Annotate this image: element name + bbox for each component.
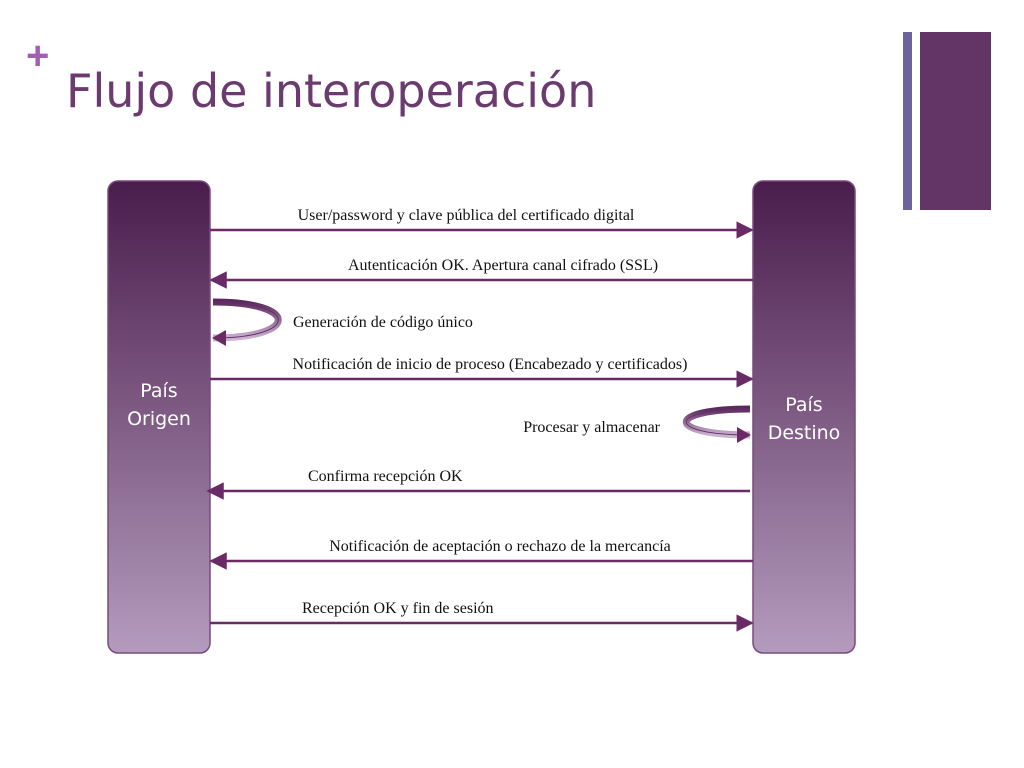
message-label-2: Autenticación OK. Apertura canal cifrado… xyxy=(348,257,658,274)
plus-icon: + xyxy=(26,34,50,78)
message-label-7: Notificación de aceptación o rechazo de … xyxy=(329,538,671,555)
message-label-6: Confirma recepción OK xyxy=(308,468,463,485)
column-pais-destino xyxy=(752,180,856,654)
arrowhead-self-loop-destino xyxy=(737,427,751,443)
message-label-1: User/password y clave pública del certif… xyxy=(298,207,635,224)
message-label-3: Generación de código único xyxy=(293,314,473,331)
column-label-origen-line2: Origen xyxy=(127,408,191,430)
column-label-origen-line1: País xyxy=(140,380,177,402)
column-label-destino-line1: País xyxy=(785,394,822,416)
message-label-8: Recepción OK y fin de sesión xyxy=(302,600,494,617)
column-label-destino-line2: Destino xyxy=(768,422,841,444)
decor-bar-thin xyxy=(903,32,912,210)
decor-bar-thick xyxy=(920,32,991,210)
message-label-5: Procesar y almacenar xyxy=(523,419,660,436)
message-label-4: Notificación de inicio de proceso (Encab… xyxy=(293,356,688,373)
arrowhead-self-loop-origen xyxy=(212,330,226,346)
slide-title: Flujo de interoperación xyxy=(66,64,597,118)
column-pais-origen xyxy=(107,180,211,654)
